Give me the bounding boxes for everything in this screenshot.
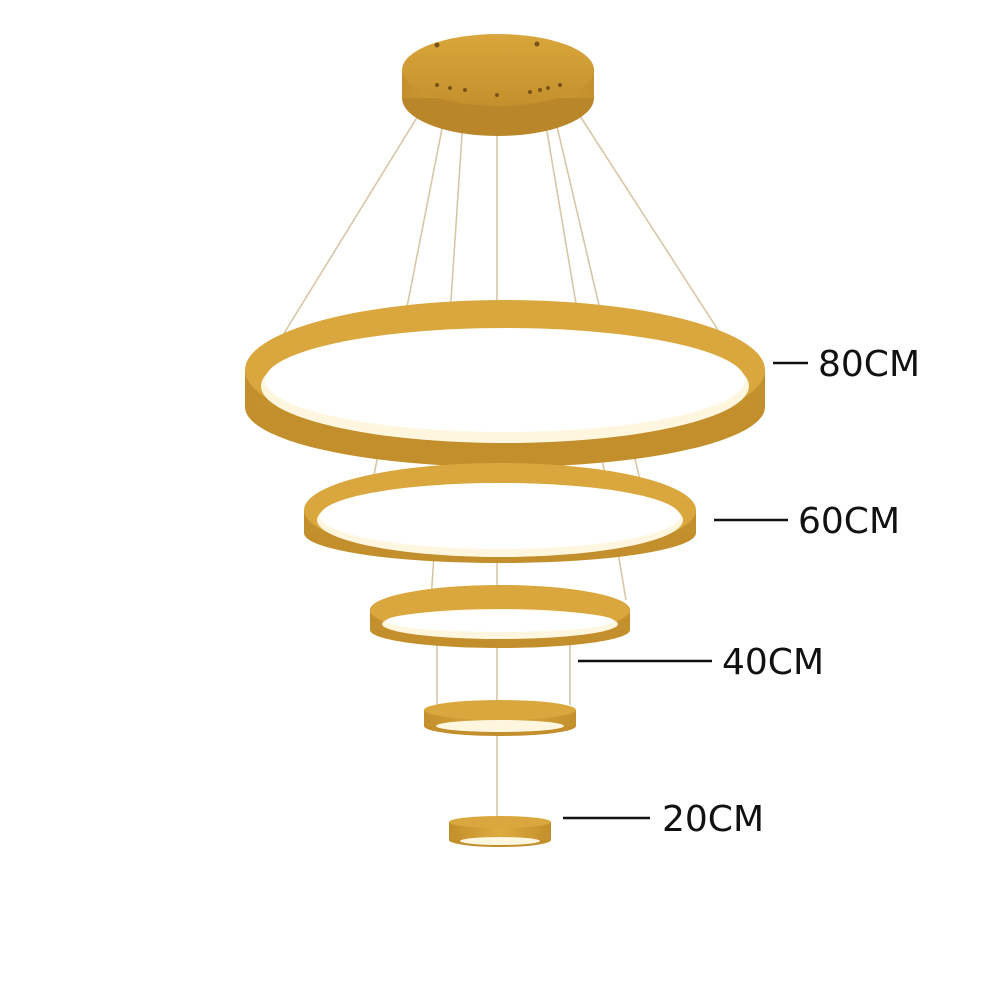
label-80cm: 80CM: [818, 344, 920, 385]
ring-40cm: [370, 585, 630, 648]
ring-60cm: [304, 463, 696, 563]
label-20cm: 20CM: [662, 799, 764, 840]
ring-30cm: [424, 700, 576, 736]
cable: [282, 84, 438, 336]
ring-80cm: [245, 300, 765, 467]
ceiling-canopy: [402, 34, 594, 136]
label-60cm: 60CM: [798, 501, 900, 542]
cable: [559, 84, 719, 331]
label-40cm: 40CM: [722, 642, 824, 683]
ring-20cm: [449, 816, 551, 847]
dimension-annotations: 80CM 60CM 40CM 20CM: [563, 344, 920, 840]
